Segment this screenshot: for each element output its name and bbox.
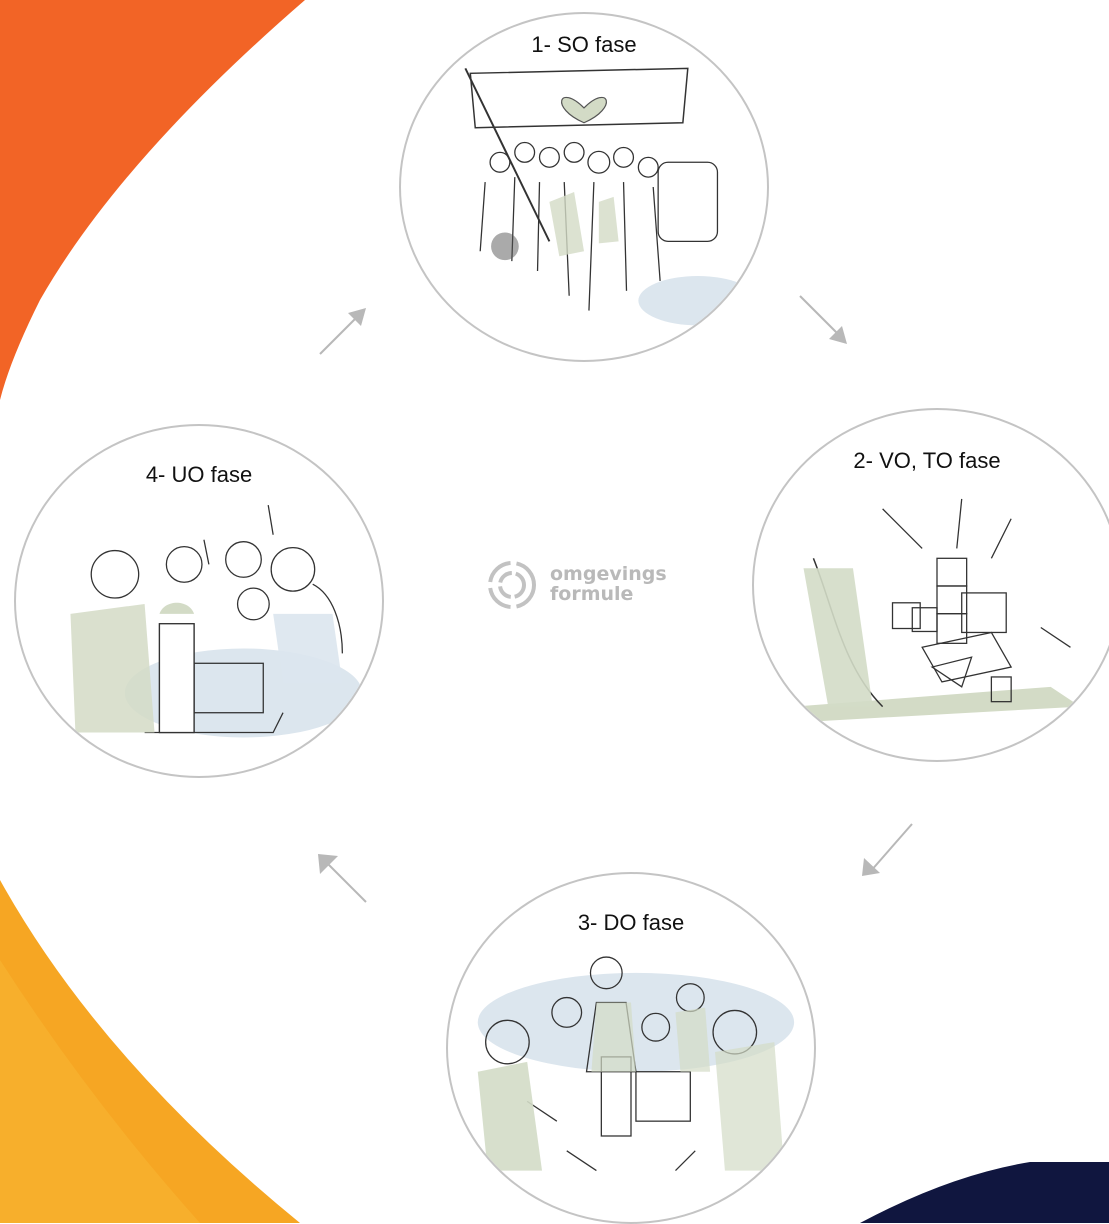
arrow-3-to-4-icon: [318, 854, 367, 903]
orange-swoosh: [0, 0, 305, 400]
phase-3-label: 3- DO fase: [577, 910, 685, 935]
people-thumbs-up-model-illustration: [70, 504, 363, 738]
arrow-2-to-3-icon: [862, 823, 913, 876]
circle-logo-icon: [488, 561, 536, 609]
phase-2-circle: 2- VO, TO fase: [752, 408, 1109, 762]
crowd-with-heart-banner-illustration: [464, 67, 757, 326]
phase-4-label: 4- UO fase: [145, 462, 253, 487]
phase-4-circle: 4- UO fase: [14, 424, 384, 778]
arrow-1-to-2-icon: [799, 295, 847, 344]
arrow-4-to-1-icon: [319, 308, 366, 355]
phase-1-circle: 1- SO fase: [399, 12, 769, 362]
hands-building-blocks-illustration: [793, 498, 1081, 722]
phase-2-label: 2- VO, TO fase: [853, 448, 1001, 473]
logo-text-line1: omgevings: [550, 563, 667, 585]
omgevingsformule-logo: omgevings formule: [484, 556, 684, 616]
logo-text-line2: formule: [550, 583, 634, 605]
people-around-model-illustration: [477, 956, 795, 1172]
navy-corner: [860, 1162, 1109, 1223]
phase-3-circle: 3- DO fase: [446, 872, 816, 1224]
yellow-swoosh-light: [0, 960, 200, 1223]
phase-1-label: 1- SO fase: [531, 32, 637, 57]
